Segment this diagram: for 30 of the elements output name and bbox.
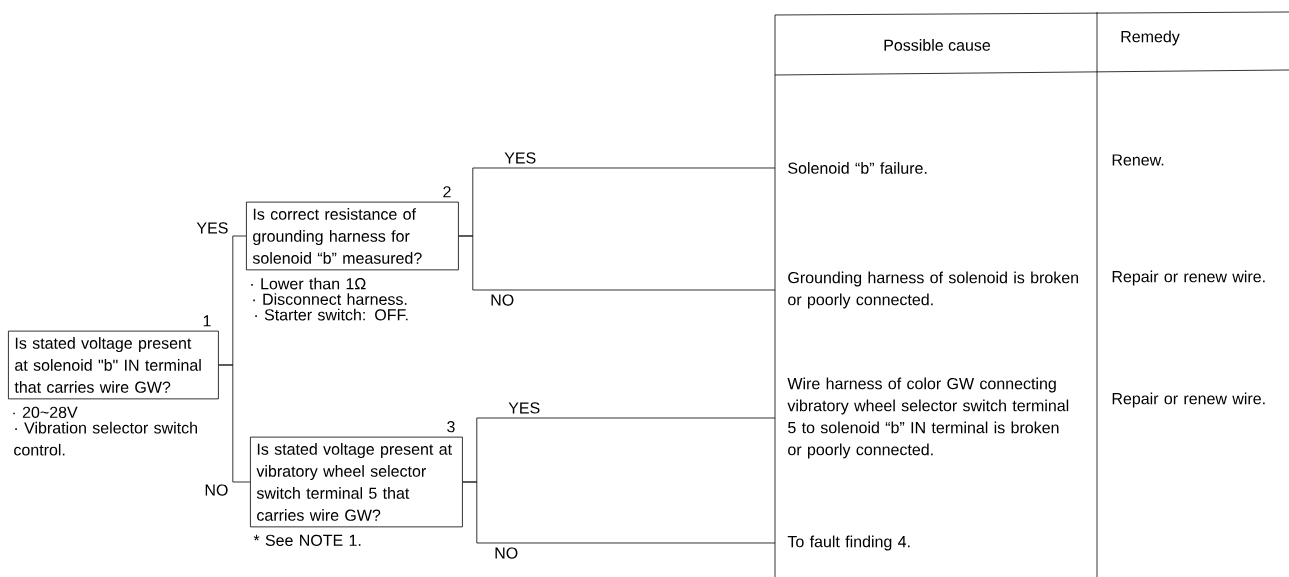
remedy-text: Repair or renew wire. xyxy=(1112,270,1265,286)
condition-note: * See NOTE 1. xyxy=(253,534,361,546)
condition-note: · Lower than 1Ω xyxy=(251,277,366,290)
decision-box: Is stated voltage present at solenoid "b" IN terminal that carries wire GW? xyxy=(8,330,219,400)
edge-label: YES xyxy=(503,151,538,165)
condition-note: · Vibration selector switch control. xyxy=(14,421,197,456)
column-header: Possible cause xyxy=(884,39,991,51)
connector-line xyxy=(218,364,251,483)
remedy-text: Repair or renew wire. xyxy=(1112,392,1265,408)
decision-box: Is stated voltage present at vibratory wheel selector switch terminal 5 that carries wire GW? xyxy=(250,436,463,528)
condition-note: · Disconnect harness. xyxy=(253,293,407,305)
condition-note: · Starter switch: OFF. xyxy=(255,308,408,321)
column-header: Remedy xyxy=(1121,30,1180,46)
step-number: 3 xyxy=(447,421,455,433)
cause-text: Grounding harness of solenoid is broken or poorly connected. xyxy=(788,271,1079,309)
cause-text: Wire harness of color GW connecting vibratory wheel selector switch terminal 5 to solenoid “b” IN terminal is broken or poorly connected. xyxy=(787,377,1069,459)
decision-box: Is correct resistance of grounding harness for solenoid “b” measured? xyxy=(246,201,459,271)
cause-text: Solenoid “b” failure. xyxy=(788,162,927,174)
step-number: 1 xyxy=(203,315,211,327)
edge-label: YES xyxy=(507,401,542,415)
condition-note: · 20~28V xyxy=(13,406,78,418)
connector-line xyxy=(458,235,776,291)
edge-label: YES xyxy=(195,221,230,235)
edge-label: NO xyxy=(489,293,516,307)
step-number: 2 xyxy=(443,186,451,198)
edge-label: NO xyxy=(203,483,230,497)
connector-line xyxy=(462,481,776,544)
cause-text: To fault finding 4. xyxy=(787,535,910,551)
edge-label: NO xyxy=(493,546,520,560)
remedy-text: Renew. xyxy=(1112,154,1164,166)
